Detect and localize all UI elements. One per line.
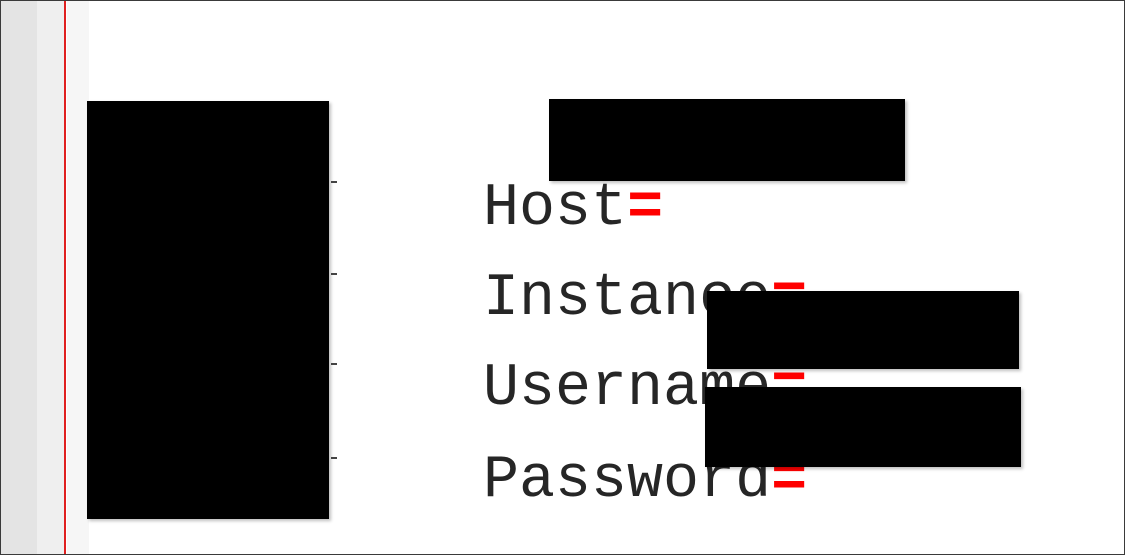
edge-gutter xyxy=(67,1,89,554)
redacted-host-value xyxy=(549,99,905,181)
config-line-instance[interactable]: Instance= xyxy=(339,209,807,329)
equals-sign: = xyxy=(627,175,664,243)
indent-marker xyxy=(331,363,337,365)
indent-marker xyxy=(331,457,337,459)
indent-marker xyxy=(331,181,337,183)
line-number-gutter xyxy=(1,1,37,554)
config-key-host: Host xyxy=(483,175,628,243)
fold-gutter xyxy=(37,1,65,554)
redacted-username-value xyxy=(707,291,1019,369)
redacted-section-name xyxy=(87,101,329,519)
indent-marker xyxy=(331,273,337,275)
margin-line xyxy=(64,1,66,554)
config-line-host[interactable]: Host= xyxy=(339,119,663,239)
redacted-password-value xyxy=(705,387,1021,467)
